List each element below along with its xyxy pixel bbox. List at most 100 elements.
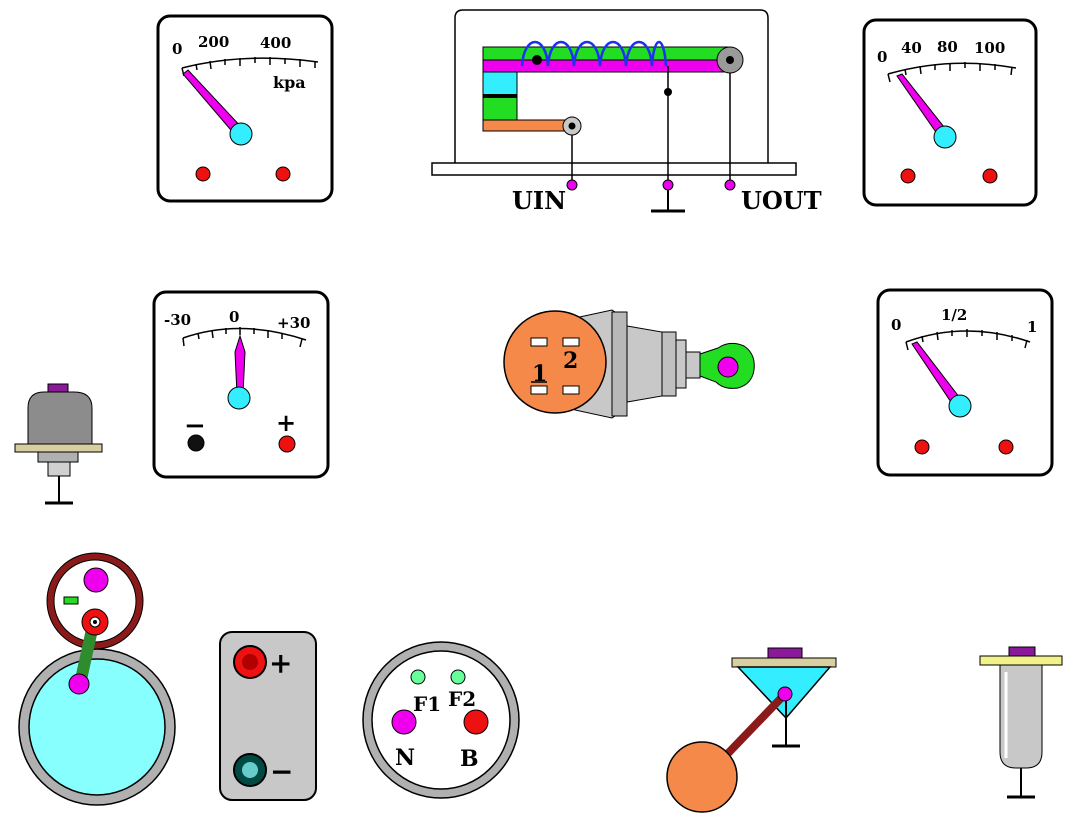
breaker-terminal-red-pin (93, 620, 97, 624)
pressure-gauge-terminal-right[interactable] (275, 166, 291, 182)
temperature-gauge-terminal-left[interactable] (900, 168, 916, 184)
ignition-switch-terminal-2: 2 (563, 348, 578, 374)
fuel-gauge[interactable]: 0 1/2 1 (876, 288, 1054, 477)
temperature-gauge-scale-arc (887, 62, 1017, 75)
breaker-terminal-top[interactable] (83, 567, 109, 593)
temperature-gauge-tick-marks (887, 62, 1013, 83)
temperature-gauge-terminal-right[interactable] (982, 168, 998, 184)
ignition-switch-ring-1 (611, 311, 628, 417)
battery-positive-terminal-inner (242, 654, 258, 670)
fuel-gauge-terminal-left[interactable] (914, 439, 930, 455)
regulator-base-plate (431, 162, 797, 176)
alternator-label-f1: F1 (413, 692, 441, 716)
breaker-pivot-point (68, 673, 90, 695)
breaker-plate (28, 658, 166, 796)
ammeter-tick-marks (182, 327, 303, 348)
fuel-gauge-tick-marks (905, 329, 1028, 351)
ammeter-tick-plus30: +30 (277, 314, 310, 332)
regulator-core-green (482, 95, 518, 121)
fuel-gauge-tick-0: 0 (891, 316, 901, 334)
pressure-gauge-tick-400: 400 (260, 34, 291, 52)
ignition-switch-shaft (685, 351, 701, 379)
fuel-gauge-terminal-right[interactable] (998, 439, 1014, 455)
breaker-cam-assembly[interactable] (18, 552, 176, 806)
ignition-switch-terminal-1: 1 (532, 361, 547, 387)
fuel-sensor-pivot (777, 686, 793, 702)
ammeter-tick-minus30: -30 (164, 311, 191, 329)
regulator-ground-terminal[interactable] (662, 179, 674, 191)
alternator-terminal-f2[interactable] (450, 669, 466, 685)
ammeter-plus-sign: + (276, 408, 296, 437)
alternator-face (371, 650, 511, 790)
pressure-gauge-tick-200: 200 (198, 33, 229, 51)
alternator[interactable]: F1 F2 N B (362, 641, 520, 799)
pressure-gauge-tick-0: 0 (172, 40, 182, 58)
fuel-gauge-pivot (948, 394, 972, 418)
pressure-sensor[interactable] (14, 383, 103, 505)
pressure-gauge-frame (156, 14, 334, 203)
regulator-uout-terminal[interactable] (724, 179, 736, 191)
ignition-switch-taper (626, 325, 663, 403)
ignition-switch-pin-bottom-left (530, 385, 548, 395)
fuel-sensor-terminal (767, 647, 803, 659)
alternator-terminal-f1[interactable] (410, 669, 426, 685)
battery-minus-sign: − (270, 755, 293, 788)
regulator-uin-terminal[interactable] (566, 179, 578, 191)
pressure-gauge-unit: kpa (273, 73, 306, 92)
regulator-core-cyan (482, 71, 518, 97)
alternator-terminal-b[interactable] (463, 709, 489, 735)
alternator-terminal-n[interactable] (391, 709, 417, 735)
pressure-sensor-body (27, 391, 93, 447)
temperature-sensor-body (999, 664, 1043, 769)
pressure-gauge[interactable]: 0 200 400 kpa (156, 14, 334, 203)
ignition-switch-pin-top-right (562, 337, 580, 347)
battery[interactable]: + − (219, 631, 317, 801)
ignition-switch-ring-2 (661, 331, 677, 397)
regulator-coil (520, 40, 668, 67)
ammeter[interactable]: -30 0 +30 − + (152, 290, 330, 479)
ammeter-terminal-negative[interactable] (187, 434, 205, 452)
ammeter-minus-sign: − (184, 411, 206, 441)
ammeter-tick-0: 0 (229, 308, 239, 326)
regulator-contact-pin (568, 122, 576, 130)
temperature-gauge-pivot (933, 125, 957, 149)
temperature-gauge[interactable]: 0 40 80 100 (862, 18, 1038, 207)
alternator-label-n: N (395, 745, 415, 771)
temperature-sensor-flange (979, 655, 1063, 666)
pressure-sensor-neck (37, 451, 79, 463)
temperature-gauge-tick-40: 40 (901, 39, 922, 57)
ammeter-scale-arc (182, 327, 307, 341)
pressure-sensor-flange (14, 443, 103, 453)
regulator-coil-junction (532, 55, 542, 65)
alternator-label-f2: F2 (448, 687, 476, 711)
temperature-gauge-frame (862, 18, 1038, 207)
fuel-gauge-tick-half: 1/2 (941, 306, 967, 324)
battery-negative-terminal-inner (242, 762, 258, 778)
temperature-sensor[interactable] (979, 646, 1063, 799)
pressure-sensor-terminal (47, 383, 69, 393)
ammeter-terminal-positive[interactable] (278, 435, 296, 453)
ignition-switch-key-hole (717, 356, 739, 378)
temperature-gauge-tick-80: 80 (937, 38, 958, 56)
ignition-switch-ring-3 (675, 339, 687, 389)
voltage-regulator[interactable]: UIN UOUT (431, 9, 822, 215)
regulator-pivot-right-pin (726, 56, 734, 64)
pressure-sensor-thread (47, 461, 71, 477)
pressure-gauge-terminal-left[interactable] (195, 166, 211, 182)
temperature-gauge-tick-100: 100 (974, 39, 1005, 57)
regulator-uout-label: UOUT (741, 186, 822, 215)
fuel-gauge-tick-1: 1 (1027, 318, 1037, 336)
alternator-label-b: B (460, 746, 479, 772)
regulator-ground-junction (664, 88, 672, 96)
battery-plus-sign: + (269, 647, 292, 680)
fuel-sensor-float[interactable] (666, 741, 738, 813)
ammeter-pivot (227, 386, 251, 410)
regulator-contact-arm (482, 119, 572, 132)
ignition-switch-pin-top-left (530, 337, 548, 347)
ignition-switch-connector (503, 310, 607, 414)
fuel-level-sensor[interactable] (666, 647, 837, 813)
pressure-gauge-tick-marks (181, 57, 316, 77)
ignition-switch[interactable]: 1 2 (503, 309, 755, 419)
temperature-gauge-tick-0: 0 (877, 48, 887, 66)
